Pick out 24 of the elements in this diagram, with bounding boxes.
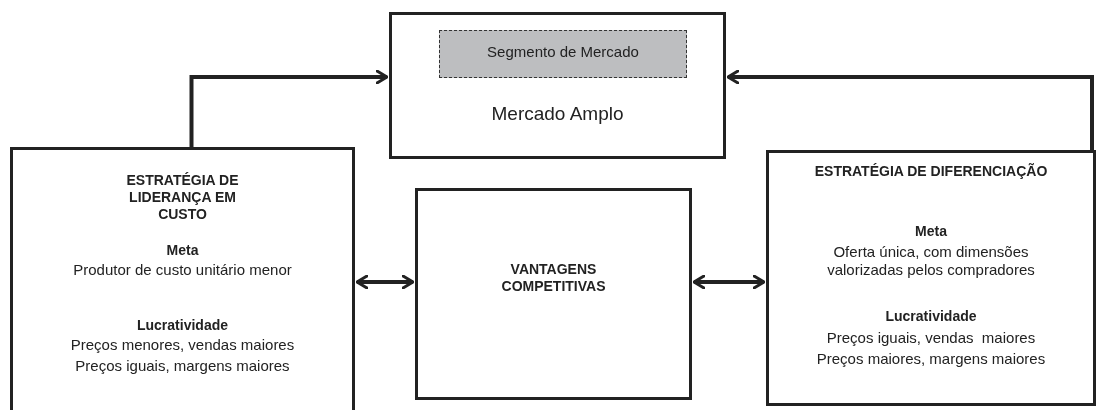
box-title: Segmento de Mercado [486, 43, 640, 61]
box-title: Mercado Amplo [490, 103, 625, 126]
body-text: Preços iguais, margens maiores [74, 357, 291, 375]
body-text: Preços iguais, vendas maiores [825, 329, 1037, 347]
box-heading: ESTRATÉGIA DE LIDERANÇA EM CUSTO [125, 172, 240, 223]
advantage-box [415, 188, 692, 400]
box-title: VANTAGENS COMPETITIVAS [500, 261, 607, 295]
arrow [355, 274, 415, 290]
section-heading: Meta [165, 242, 200, 259]
arrow [189, 69, 389, 147]
arrow [692, 274, 766, 290]
strategy-box [10, 147, 355, 410]
body-text: Preços maiores, margens maiores [815, 350, 1047, 368]
market-box [389, 12, 726, 159]
segment-box [439, 30, 687, 78]
arrow [726, 69, 1094, 150]
strategy-box [766, 150, 1096, 406]
section-heading: Lucratividade [884, 308, 978, 325]
section-heading: Lucratividade [136, 317, 229, 334]
body-text: Oferta única, com dimensões valorizadas pelos compradores [826, 243, 1036, 279]
body-text: Preços menores, vendas maiores [69, 336, 296, 354]
body-text: Produtor de custo unitário menor [72, 261, 293, 279]
box-heading: ESTRATÉGIA DE DIFERENCIAÇÃO [813, 163, 1049, 180]
section-heading: Meta [914, 223, 948, 240]
